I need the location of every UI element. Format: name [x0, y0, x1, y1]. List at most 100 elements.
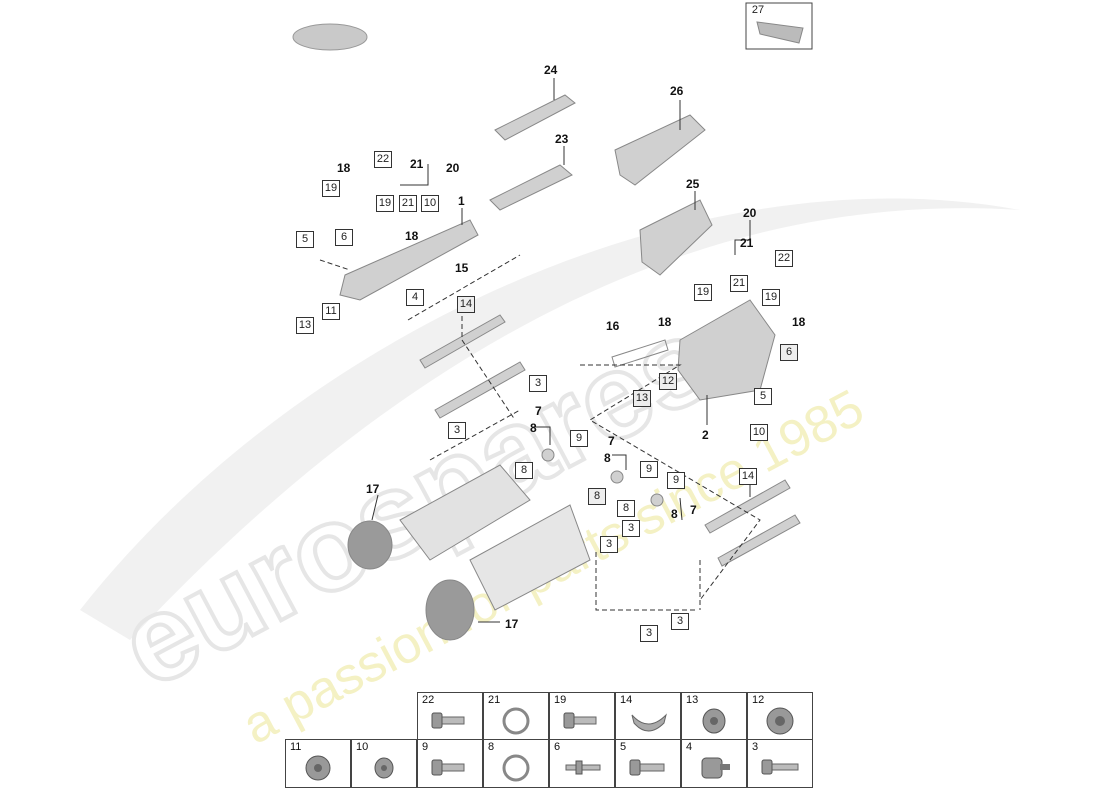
callout-13: 13: [633, 390, 651, 407]
parts-legend: 22 21 19 14 13 12 11 10: [285, 692, 813, 790]
callout-11: 11: [322, 303, 340, 320]
callout-21: 21: [399, 195, 417, 212]
callout-3: 3: [448, 422, 466, 439]
callout-21: 21: [410, 157, 424, 171]
bolt-icon: [629, 759, 665, 776]
callout-19: 19: [694, 284, 712, 301]
stud-icon: [565, 760, 601, 775]
leader-line: [580, 364, 761, 601]
legend-cell-13[interactable]: 13: [681, 692, 747, 741]
legend-cell-11[interactable]: 11: [285, 739, 351, 788]
callout-14: 14: [457, 296, 475, 313]
legend-cell-19[interactable]: 19: [549, 692, 615, 741]
callout-8: 8: [617, 500, 635, 517]
camshaft-left-lower-icon: [434, 361, 526, 419]
callout-4: 4: [406, 289, 424, 306]
legend-cell-10[interactable]: 10: [351, 739, 417, 788]
callout-18: 18: [658, 315, 672, 329]
legend-number: 6: [554, 741, 561, 753]
legend-number: 19: [554, 694, 567, 706]
callout-13: 13: [296, 317, 314, 334]
watermark-swoosh: [80, 198, 1020, 640]
leader-line: [679, 497, 683, 521]
cylinder-head-left-icon: [399, 464, 531, 561]
legend-number: 12: [752, 694, 765, 706]
leader-line: [319, 259, 351, 271]
callout-8: 8: [671, 507, 678, 521]
part-25-icon: [639, 199, 713, 276]
bolt-icon: [431, 712, 465, 729]
legend-number: 21: [488, 694, 501, 706]
callout-3: 3: [529, 375, 547, 392]
callout-7: 7: [690, 503, 697, 517]
callout-3: 3: [600, 536, 618, 553]
callout-18: 18: [405, 229, 419, 243]
part-27-icon: [756, 21, 804, 44]
callout-3: 3: [640, 625, 658, 642]
solenoid-left-icon: [541, 448, 555, 462]
camshaft-right-lower-icon: [717, 514, 801, 567]
callout-14: 14: [739, 468, 757, 485]
seal-ring-icon: [502, 754, 530, 782]
callout-25: 25: [686, 177, 700, 191]
callout-20: 20: [446, 161, 460, 175]
leader-line: [612, 454, 627, 470]
legend-cell-5[interactable]: 5: [615, 739, 681, 788]
callout-17: 17: [505, 617, 519, 631]
legend-cell-9[interactable]: 9: [417, 739, 483, 788]
camshaft-right-icon: [704, 479, 791, 534]
plug-icon: [305, 755, 331, 781]
callout-22: 22: [775, 250, 793, 267]
callout-22: 22: [374, 151, 392, 168]
legend-cell-22[interactable]: 22: [417, 692, 483, 741]
callout-6: 6: [335, 229, 353, 246]
gasket-16-icon: [611, 339, 669, 368]
legend-cell-8[interactable]: 8: [483, 739, 549, 788]
callout-7: 7: [535, 404, 542, 418]
callout-19: 19: [762, 289, 780, 306]
leader-line: [400, 164, 429, 186]
callout-12: 12: [659, 373, 677, 390]
plug-icon: [702, 708, 726, 734]
callout-20: 20: [743, 206, 757, 220]
callout-3: 3: [622, 520, 640, 537]
leader-line: [595, 552, 695, 611]
legend-number: 3: [752, 741, 759, 753]
callout-16: 16: [606, 319, 620, 333]
leader-line: [461, 300, 516, 421]
solenoid-mid-icon: [610, 470, 624, 484]
bolt-icon: [563, 712, 597, 729]
callout-6: 6: [780, 344, 798, 361]
legend-number: 4: [686, 741, 693, 753]
legend-cell-6[interactable]: 6: [549, 739, 615, 788]
legend-cell-4[interactable]: 4: [681, 739, 747, 788]
legend-cell-12[interactable]: 12: [747, 692, 813, 741]
legend-cell-21[interactable]: 21: [483, 692, 549, 741]
callout-8: 8: [588, 488, 606, 505]
camshaft-adjuster-right-icon: [425, 579, 475, 641]
bolt-icon: [431, 759, 465, 776]
legend-cell-3[interactable]: 3: [747, 739, 813, 788]
callout-18: 18: [792, 315, 806, 329]
part-24-icon: [494, 94, 576, 141]
leader-line: [533, 426, 551, 445]
callout-9: 9: [667, 472, 685, 489]
callout-10: 10: [750, 424, 768, 441]
callout-7: 7: [608, 434, 615, 448]
callout-21: 21: [740, 236, 754, 250]
sensor-icon: [701, 757, 730, 779]
leader-line: [429, 409, 521, 461]
camshaft-adjuster-left-icon: [347, 520, 393, 570]
callout-18: 18: [337, 161, 351, 175]
bolt-icon: [761, 759, 799, 775]
legend-cell-14[interactable]: 14: [615, 692, 681, 741]
legend-number: 8: [488, 741, 495, 753]
callout-8: 8: [530, 421, 537, 435]
leader-line: [407, 254, 521, 321]
callout-5: 5: [296, 231, 314, 248]
callout-24: 24: [544, 63, 558, 77]
callout-8: 8: [604, 451, 611, 465]
callout-15: 15: [455, 261, 469, 275]
callout-27: 27: [751, 4, 765, 16]
half-ring-icon: [631, 713, 667, 732]
